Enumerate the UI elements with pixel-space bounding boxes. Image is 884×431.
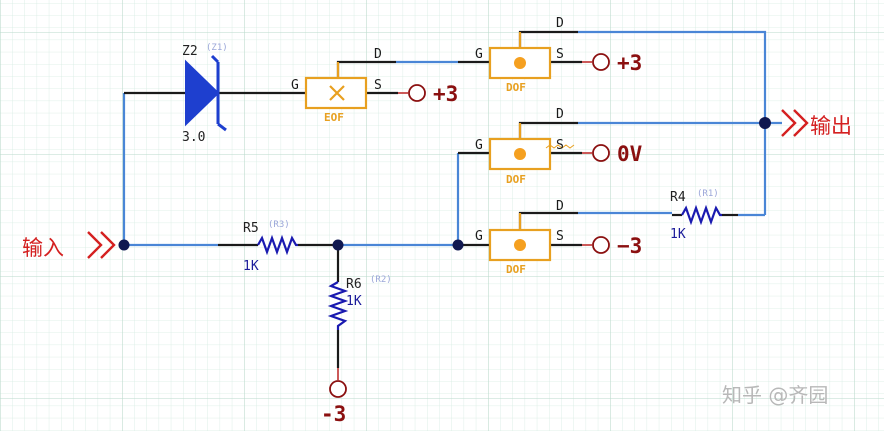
x-marker-icon xyxy=(329,85,345,101)
svg-text:R6: R6 xyxy=(346,277,362,292)
junctions xyxy=(118,117,771,251)
supply-stubs xyxy=(337,61,592,380)
svg-text:S: S xyxy=(556,47,564,62)
dot-marker-icon xyxy=(514,148,526,160)
svg-text:(R2): (R2) xyxy=(370,275,392,285)
svg-text:R4: R4 xyxy=(670,190,686,205)
junction-dot xyxy=(332,239,344,251)
svg-text:S: S xyxy=(556,138,564,153)
svg-text:EOF: EOF xyxy=(324,111,344,124)
supply-label-dof2: 0V xyxy=(617,142,643,166)
svg-text:(R3): (R3) xyxy=(268,220,290,230)
fet-dof2: G D S DOF xyxy=(475,107,575,186)
supply-terminal-icon xyxy=(592,144,610,162)
fet-dof1: G D S DOF xyxy=(475,16,564,94)
watermark: 知乎 @齐园 xyxy=(722,383,828,407)
resistor-icon xyxy=(681,204,722,226)
svg-text:DOF: DOF xyxy=(506,81,526,94)
zener-diode-icon xyxy=(185,54,227,132)
svg-text:G: G xyxy=(475,47,483,62)
svg-text:D: D xyxy=(556,107,564,122)
svg-text:G: G xyxy=(475,138,483,153)
svg-text:G: G xyxy=(291,78,299,93)
zigzag-mark xyxy=(545,144,575,149)
svg-text:1K: 1K xyxy=(670,227,686,242)
svg-text:(R1): (R1) xyxy=(697,189,719,199)
svg-text:D: D xyxy=(556,199,564,214)
zener-ref: Z2 xyxy=(182,44,198,59)
svg-text:S: S xyxy=(374,78,382,93)
output-port-arrow-icon xyxy=(781,109,809,137)
svg-text:DOF: DOF xyxy=(506,263,526,276)
resistor-icon xyxy=(257,234,298,256)
resistor-r4: R4 (R1) 1K xyxy=(670,189,722,242)
svg-text:1K: 1K xyxy=(346,294,362,309)
svg-text:D: D xyxy=(374,47,382,62)
svg-text:DOF: DOF xyxy=(506,173,526,186)
supply-terminal-icon xyxy=(329,380,347,398)
output-label: 输出 xyxy=(810,114,852,138)
supply-label-eof: +3 xyxy=(433,82,458,106)
svg-text:1K: 1K xyxy=(243,259,259,274)
junction-dot xyxy=(759,117,771,129)
resistor-r5: R5 (R3) 1K xyxy=(243,220,298,274)
input-port-arrow-icon xyxy=(87,231,116,259)
supply-terminal-icon xyxy=(592,53,610,71)
svg-text:S: S xyxy=(556,229,564,244)
zener-tag: (Z1) xyxy=(206,43,228,53)
supply-terminal-icon xyxy=(408,84,426,102)
input-label: 输入 xyxy=(22,236,64,260)
wires xyxy=(122,30,782,247)
supply-label-dof1: +3 xyxy=(617,51,642,75)
resistor-icon xyxy=(327,281,349,330)
supply-label-dof3: −3 xyxy=(617,234,642,258)
svg-text:D: D xyxy=(556,16,564,31)
wire-dof1-drain-to-output xyxy=(578,30,767,215)
junction-dot xyxy=(118,239,130,251)
fet-dof3: G D S DOF xyxy=(475,199,564,276)
zener-value: 3.0 xyxy=(182,130,205,145)
supply-terminals xyxy=(329,53,610,398)
dot-marker-icon xyxy=(514,57,526,69)
supply-terminal-icon xyxy=(592,236,610,254)
supply-label-r6: -3 xyxy=(321,402,346,426)
svg-text:G: G xyxy=(475,229,483,244)
junction-dot xyxy=(452,239,464,251)
svg-text:R5: R5 xyxy=(243,221,259,236)
dot-marker-icon xyxy=(514,239,526,251)
resistor-r6: R6 (R2) 1K xyxy=(327,275,392,330)
fet-eof: G D S EOF xyxy=(291,47,382,124)
